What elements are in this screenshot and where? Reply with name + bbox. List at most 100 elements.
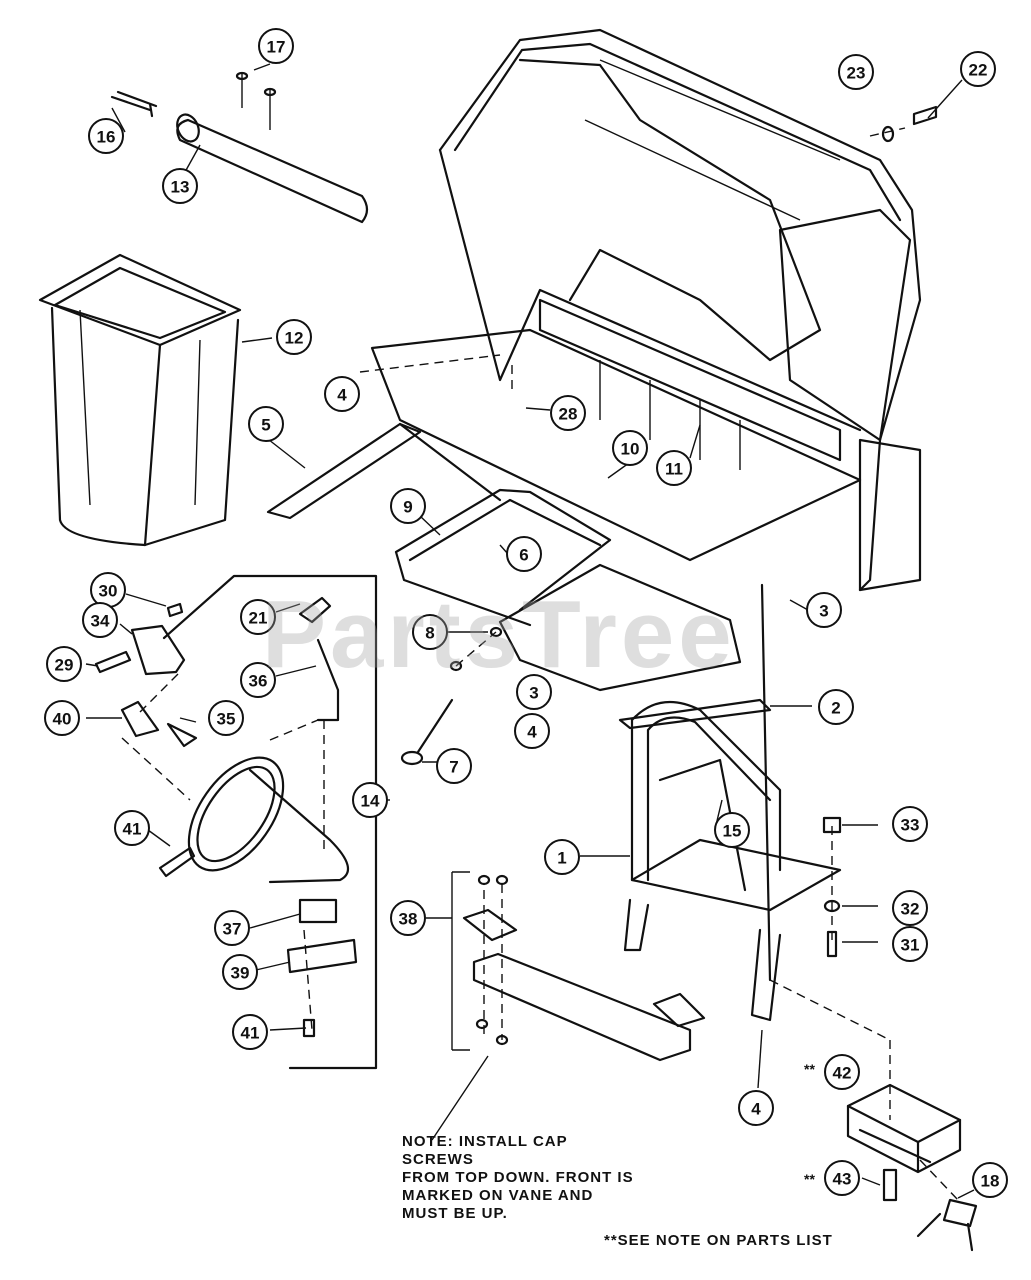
callout-18: 18	[972, 1162, 1008, 1198]
callout-number: 1	[557, 849, 566, 868]
callout-number: 10	[621, 440, 640, 459]
callout-circle	[258, 28, 294, 64]
callout-number: 14	[361, 792, 380, 811]
callout-number: 40	[53, 710, 72, 729]
callout-14: 14	[352, 782, 388, 818]
callout-circle	[222, 954, 258, 990]
callout-42: 42	[824, 1054, 860, 1090]
callout-2: 2	[818, 689, 854, 725]
callout-16: 16	[88, 118, 124, 154]
bag-frame-part-12	[38, 253, 242, 547]
watermark: PartsTree	[262, 581, 736, 688]
callout-circle	[714, 812, 750, 848]
tube-part-13	[110, 71, 369, 224]
housing-part-11	[438, 28, 922, 592]
callout-circle	[324, 376, 360, 412]
callout-number: 22	[969, 61, 988, 80]
callout-number: 31	[901, 936, 920, 955]
callout-circle	[276, 319, 312, 355]
chute-part-14	[187, 596, 358, 974]
callout-number: 9	[403, 498, 412, 517]
callout-40: 40	[44, 700, 80, 736]
callout-layer: 1233444567891011121314151617182122232829…	[44, 28, 1008, 1198]
callout-number: 4	[751, 1100, 761, 1119]
star-mark-43: **	[804, 1171, 815, 1187]
callout-circle	[240, 662, 276, 698]
callout-number: 13	[171, 178, 190, 197]
callout-number: 28	[559, 405, 578, 424]
callout-number: 38	[399, 910, 418, 929]
callout-43: 43	[824, 1160, 860, 1196]
callout-number: 4	[527, 723, 537, 742]
callout-circle	[892, 890, 928, 926]
callout-15: 15	[714, 812, 750, 848]
callout-circle	[44, 700, 80, 736]
callout-6: 6	[506, 536, 542, 572]
callout-number: 41	[123, 820, 142, 839]
callout-number: 29	[55, 656, 74, 675]
callout-5: 5	[248, 406, 284, 442]
callout-circle	[656, 450, 692, 486]
callout-number: 37	[223, 920, 242, 939]
callout-circle	[612, 430, 648, 466]
callout-circle	[550, 395, 586, 431]
callout-29: 29	[46, 646, 82, 682]
callout-circle	[162, 168, 198, 204]
mount-plate-part-10	[370, 298, 862, 562]
spacer-part-42	[846, 1083, 962, 1174]
callout-32: 32	[892, 890, 928, 926]
callout-number: 12	[285, 329, 304, 348]
callout-circle	[544, 839, 580, 875]
callout-circle	[412, 614, 448, 650]
callout-number: 43	[833, 1170, 852, 1189]
callout-circle	[88, 118, 124, 154]
callout-circle	[818, 689, 854, 725]
callout-4a: 4	[324, 376, 360, 412]
callout-circle	[352, 782, 388, 818]
callout-circle	[390, 900, 426, 936]
callout-11: 11	[656, 450, 692, 486]
callout-circle	[240, 599, 276, 635]
callout-38: 38	[390, 900, 426, 936]
callout-3a: 3	[806, 592, 842, 628]
callout-circle	[232, 1014, 268, 1050]
callout-41b: 41	[232, 1014, 268, 1050]
stand-part-1	[623, 700, 842, 1022]
callout-41a: 41	[114, 810, 150, 846]
callout-circle	[214, 910, 250, 946]
callout-number: 39	[231, 964, 250, 983]
callout-4b: 4	[514, 713, 550, 749]
callout-10: 10	[612, 430, 648, 466]
callout-number: 5	[261, 416, 270, 435]
callout-number: 4	[337, 386, 347, 405]
callout-23: 23	[838, 54, 874, 90]
callout-number: 8	[425, 624, 434, 643]
callout-21: 21	[240, 599, 276, 635]
callout-circle	[824, 1160, 860, 1196]
callout-number: 21	[249, 609, 268, 628]
callout-number: 30	[99, 582, 118, 601]
callout-circle	[806, 592, 842, 628]
callout-number: 7	[449, 758, 458, 777]
callout-39: 39	[222, 954, 258, 990]
callout-number: 15	[723, 822, 742, 841]
callout-number: 41	[241, 1024, 260, 1043]
callout-number: 18	[981, 1172, 1000, 1191]
callout-33: 33	[892, 806, 928, 842]
callout-12: 12	[276, 319, 312, 355]
callout-number: 17	[267, 38, 286, 57]
callout-34: 34	[82, 602, 118, 638]
callout-circle	[46, 646, 82, 682]
callout-17: 17	[258, 28, 294, 64]
rods-parts-5-9-6	[266, 422, 772, 730]
callout-number: 3	[529, 684, 538, 703]
callout-22: 22	[960, 51, 996, 87]
callout-circle	[824, 1054, 860, 1090]
parts-list-note: **SEE NOTE ON PARTS LIST	[604, 1232, 833, 1249]
callout-circle	[436, 748, 472, 784]
callout-35: 35	[208, 700, 244, 736]
callout-28: 28	[550, 395, 586, 431]
callout-7: 7	[436, 748, 472, 784]
callout-number: 32	[901, 900, 920, 919]
